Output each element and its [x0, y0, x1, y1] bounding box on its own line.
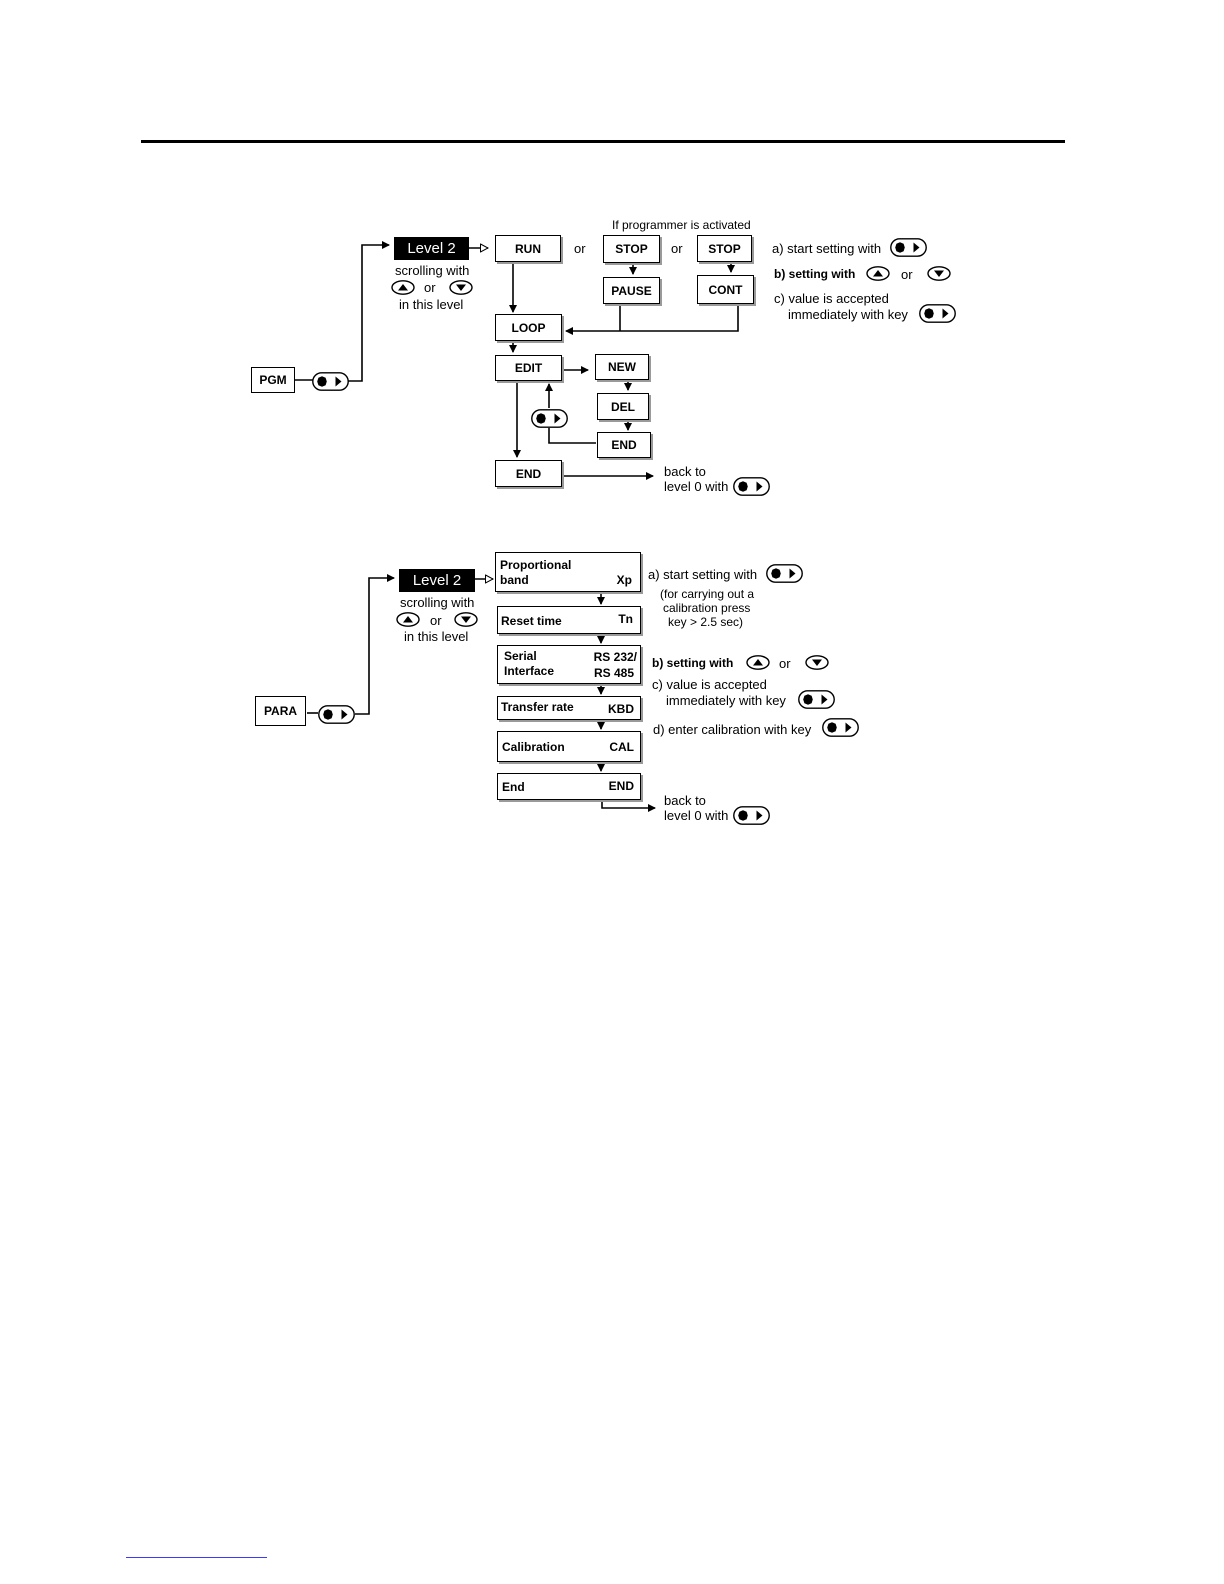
para-level-text: in this level [404, 629, 469, 644]
footnote-rule [126, 1557, 267, 1558]
pgm-note-c2: immediately with key [788, 307, 908, 322]
down-arrow-key-icon [449, 280, 473, 300]
pgm-note-c1: c) value is accepted [774, 291, 889, 306]
para-item-serial-interface: Serial Interface RS 232/ RS 485 [497, 645, 641, 684]
pgm-scroll-text: scrolling with [395, 263, 470, 278]
para-item-code: Xp [616, 573, 632, 587]
pgm-end-inner-box: END [597, 432, 651, 458]
dot-right-arrow-key-icon [798, 690, 835, 714]
para-scroll-text: scrolling with [400, 595, 475, 610]
para-back-to: back to [664, 793, 706, 808]
pgm-pause-box: PAUSE [603, 277, 660, 304]
para-item-calibration: Calibration CAL [497, 731, 641, 762]
down-arrow-key-icon [454, 612, 478, 632]
up-arrow-key-icon [396, 612, 420, 632]
para-level0-text: level 0 with [664, 808, 729, 823]
pgm-edit-box: EDIT [495, 355, 562, 381]
dot-right-arrow-key-icon [733, 806, 770, 830]
pgm-cont-box: CONT [697, 275, 754, 304]
para-level2-label: Level 2 [399, 569, 475, 592]
pgm-stop-box-2: STOP [697, 235, 752, 262]
para-note-b: b) setting with [652, 656, 734, 670]
pgm-del-box: DEL [597, 393, 649, 420]
para-note-c1: c) value is accepted [652, 677, 767, 692]
pgm-note-a: a) start setting with [772, 241, 882, 256]
dot-right-arrow-key-icon [318, 705, 355, 729]
para-item-code: RS 485 [593, 666, 634, 680]
pgm-new-box: NEW [595, 354, 649, 380]
para-item-code: CAL [609, 740, 634, 754]
para-note-a-sub1: (for carrying out a [660, 587, 755, 601]
pgm-end-box: END [495, 460, 562, 487]
pgm-link-level [348, 241, 390, 382]
top-rule [141, 140, 1065, 143]
dot-right-arrow-key-icon [766, 564, 803, 588]
dot-right-arrow-key-icon [822, 718, 859, 742]
para-item-label: Reset time [501, 614, 562, 628]
para-item-label: Interface [504, 664, 555, 678]
pgm-or-text: or [424, 280, 436, 295]
pgm-level2-label: Level 2 [394, 237, 469, 260]
para-item-proportional-band: Proportional band Xp [495, 552, 641, 592]
down-arrow-key-icon [805, 655, 829, 675]
para-item-reset-time: Reset time Tn [497, 606, 641, 634]
pgm-start-box: PGM [251, 367, 295, 393]
para-note-c2: immediately with key [666, 693, 786, 708]
pgm-note-b: b) setting with [774, 267, 856, 281]
para-item-label: Proportional [500, 558, 572, 572]
up-arrow-key-icon [746, 655, 770, 675]
pgm-link-cont-loop [565, 304, 739, 335]
para-item-label: Transfer rate [501, 700, 574, 714]
para-item-code: END [608, 779, 634, 793]
para-note-a: a) start setting with [648, 567, 758, 582]
pgm-note-b-or: or [901, 267, 913, 282]
dot-right-arrow-key-icon [919, 304, 956, 328]
pgm-run-box: RUN [495, 235, 561, 262]
dot-right-arrow-key-icon [890, 238, 927, 262]
para-note-a-sub2: calibration press [663, 601, 751, 615]
dot-right-arrow-key-icon [733, 477, 770, 501]
para-note-d: d) enter calibration with key [653, 722, 812, 737]
para-item-end: End END [497, 773, 641, 800]
pgm-or-2: or [671, 241, 683, 256]
dot-right-arrow-key-icon [531, 409, 568, 433]
pgm-stop-box-1: STOP [603, 235, 660, 263]
pgm-back-to: back to [664, 464, 706, 479]
down-arrow-key-icon [927, 266, 951, 286]
pgm-level0-text: level 0 with [664, 479, 729, 494]
pgm-programmer-note: If programmer is activated [612, 218, 751, 232]
para-item-label: Calibration [502, 740, 565, 754]
pgm-level-text: in this level [399, 297, 464, 312]
para-item-code: KBD [608, 702, 634, 716]
para-item-label: End [502, 780, 525, 794]
para-item-code: RS 232/ [593, 650, 637, 664]
para-item-label: Serial [504, 649, 537, 663]
para-start-box: PARA [255, 696, 306, 726]
para-item-code: Tn [618, 612, 633, 626]
pgm-or-1: or [574, 241, 586, 256]
para-note-b-or: or [779, 656, 791, 671]
para-link-level [355, 574, 395, 715]
para-or-text: or [430, 613, 442, 628]
pgm-link-end-loopback [548, 428, 596, 444]
up-arrow-key-icon [391, 280, 415, 300]
pgm-loop-box: LOOP [495, 314, 562, 341]
para-item-transfer-rate: Transfer rate KBD [497, 696, 641, 720]
para-link-back [601, 800, 656, 812]
para-note-a-sub3: key > 2.5 sec) [668, 615, 744, 629]
up-arrow-key-icon [866, 266, 890, 286]
para-item-label: band [500, 573, 529, 587]
dot-right-arrow-key-icon [312, 372, 349, 396]
